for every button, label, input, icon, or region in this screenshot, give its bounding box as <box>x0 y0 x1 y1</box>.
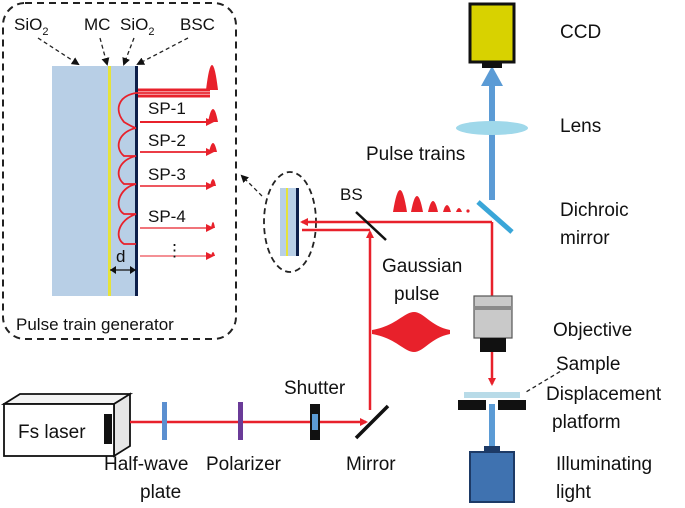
module-mc <box>286 188 288 256</box>
layer-label-sio2-left: SiO2 <box>14 15 48 38</box>
half-wave-plate <box>162 402 167 440</box>
thickness-arrowhead-right <box>130 266 136 274</box>
mc-layer <box>108 66 111 296</box>
gaussian-pulse-shape <box>372 312 450 352</box>
layer-label-sio2-right: SiO2 <box>120 15 154 38</box>
fs-laser-front <box>3 403 115 457</box>
sp1-label: SP-1 <box>148 99 186 118</box>
sp2-label: SP-2 <box>148 131 186 150</box>
internal-reflection-path <box>117 92 210 245</box>
pulse-trains-label: Pulse trains <box>366 144 465 165</box>
sample-pointer <box>525 367 567 393</box>
mirror <box>354 404 390 440</box>
sp4-label: SP-4 <box>148 207 186 226</box>
halfwave-label-2: plate <box>140 482 181 503</box>
fs-laser-aperture <box>104 414 112 444</box>
sample-label: Sample <box>556 354 620 375</box>
displacement-label-1: Displacement <box>546 384 662 405</box>
objective-tip <box>480 338 506 352</box>
objective-ring <box>474 306 512 310</box>
pulse-train-dot <box>466 209 470 213</box>
gaussian-label-1: Gaussian <box>382 256 462 277</box>
sio2-layer-right <box>111 66 135 296</box>
halfwave-label-1: Half-wave <box>104 454 188 475</box>
dichroic-label-2: mirror <box>560 228 610 249</box>
displacement-platform-right <box>498 400 526 410</box>
pointer-mc <box>99 37 110 66</box>
module-to-inset-pointer <box>240 174 263 197</box>
bsc-layer <box>135 66 138 296</box>
peak-input <box>206 65 218 90</box>
displacement-platform-left <box>458 400 486 410</box>
objective-label: Objective <box>553 320 632 341</box>
illuminating-light-source <box>469 451 515 503</box>
pulse-train-peak-4 <box>443 205 451 212</box>
fs-laser-box <box>0 393 134 405</box>
shutter-window <box>312 414 318 430</box>
pointer-sio2-right <box>122 37 135 66</box>
pointer-bsc <box>136 37 189 65</box>
pulse-train-peak-3 <box>428 201 438 212</box>
thickness-label: d <box>116 247 125 266</box>
beam-splitter <box>355 211 387 241</box>
illuminating-light-cap <box>484 446 500 452</box>
lens-label: Lens <box>560 116 601 137</box>
inset-caption: Pulse train generator <box>16 315 174 334</box>
pulse-train-peak-1 <box>393 190 407 212</box>
objective-body <box>473 295 513 339</box>
pointer-sio2-left <box>37 37 80 66</box>
fs-laser-side <box>113 392 131 458</box>
dichroic-label-1: Dichroic <box>560 200 629 221</box>
peak-sp1 <box>208 109 218 122</box>
shutter-label: Shutter <box>284 378 346 399</box>
ccd-camera <box>468 2 516 64</box>
pulse-train-peak-5 <box>456 208 462 212</box>
bs-label: BS <box>340 185 363 204</box>
input-beam-thick <box>138 88 210 98</box>
ccd-base <box>482 62 502 68</box>
illum-label-2: light <box>556 482 592 503</box>
peak-sp3 <box>210 179 216 186</box>
peak-sp4 <box>211 222 215 228</box>
fs-laser-label: Fs laser <box>18 422 86 443</box>
polarizer <box>238 402 243 440</box>
layer-label-mc: MC <box>84 15 110 34</box>
sp3-label: SP-3 <box>148 165 186 184</box>
layer-label-bsc: BSC <box>180 15 215 34</box>
sio2-layer-left <box>52 66 108 296</box>
sample-slide <box>464 392 520 398</box>
gaussian-label-2: pulse <box>394 284 439 305</box>
mirror-label: Mirror <box>346 454 396 475</box>
imaging-beam-arrowhead <box>481 66 503 86</box>
peak-sp-last <box>211 252 215 256</box>
pulse-train-peak-2 <box>411 196 423 212</box>
displacement-label-2: platform <box>552 412 621 433</box>
ccd-label: CCD <box>560 22 601 43</box>
module-bsc <box>296 188 299 256</box>
polarizer-label: Polarizer <box>206 454 282 475</box>
thickness-arrowhead-left <box>110 266 116 274</box>
dichroic-mirror <box>476 200 514 234</box>
peak-sp2 <box>209 143 217 152</box>
sp-ellipsis: ⋮ <box>166 241 183 260</box>
lens <box>456 121 528 135</box>
illum-label-1: Illuminating <box>556 454 652 475</box>
